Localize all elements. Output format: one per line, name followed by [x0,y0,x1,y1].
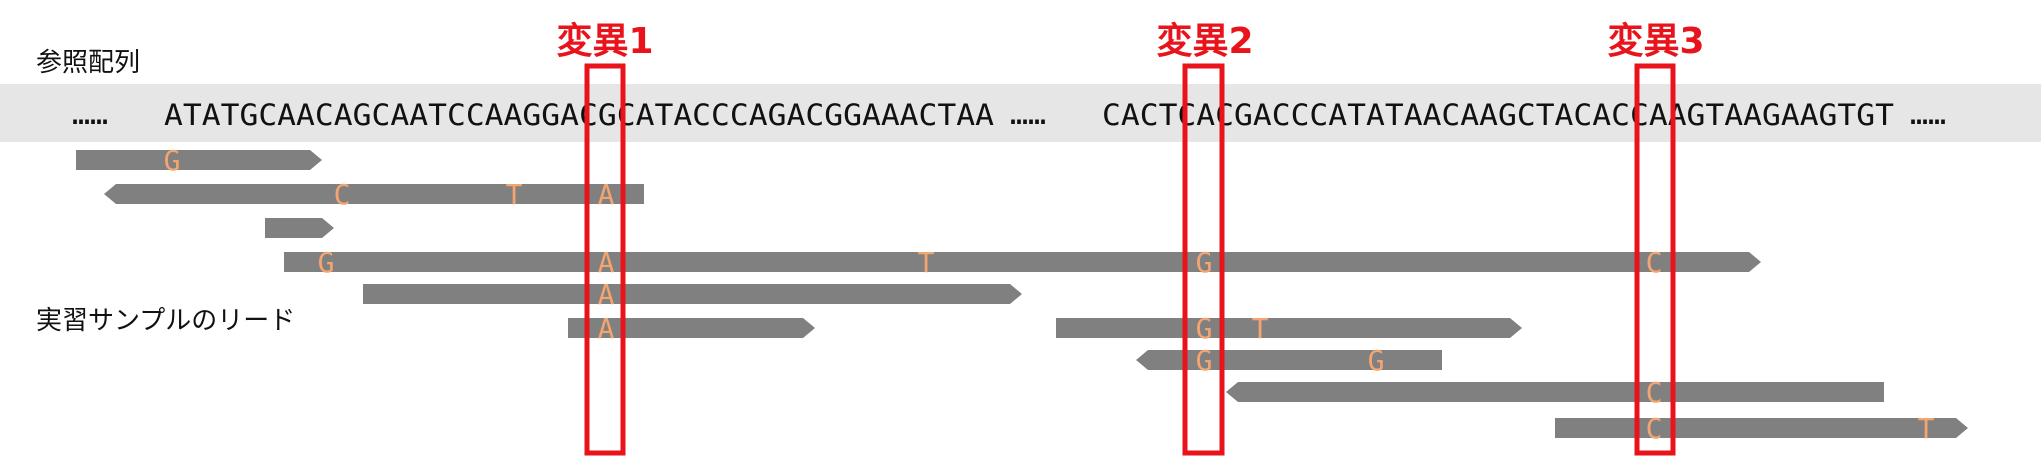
reference-sequence-segment-2: CACTCACGACCCATATAACAAGCTACACCAAGTAAGAAGT… [1102,98,1894,132]
read-8 [1136,350,1442,370]
mismatch-base: T [918,246,935,279]
reference-sequence-segment-1: ATATGCAACAGCAATCCAAGGACGCATACCCAGACGGAAA… [164,98,994,132]
variant-1-box [584,63,626,456]
variant-3-box [1634,63,1676,456]
mismatch-base: G [318,246,335,279]
read-10 [1555,418,1968,438]
read-9 [1226,382,1884,402]
read-2 [104,184,644,204]
mismatch-base: G [1196,246,1213,279]
read-7 [1056,318,1522,338]
mismatch-base: C [334,178,351,211]
reference-sequence-label: 参照配列 [36,48,141,78]
read-1 [76,150,322,170]
mismatch-base: G [1196,344,1213,377]
mismatch-base: C [1646,376,1663,409]
mismatch-base: C [1646,246,1663,279]
reference-ellipsis-right: …… [1910,97,1946,132]
read-4 [284,252,1761,272]
sample-reads-label: 実習サンプルのリード [36,306,296,336]
mismatch-base: T [1252,312,1269,345]
mismatch-base: T [1918,412,1935,445]
variant-2-title: 変異2 [1156,21,1254,62]
read-6 [568,318,815,338]
variant-2-box [1182,63,1225,456]
mismatch-base: A [598,312,615,345]
mismatch-base: T [506,178,523,211]
mismatch-base: G [1196,312,1213,345]
mismatch-base: A [598,178,615,211]
mismatch-base: G [1368,344,1385,377]
reference-band [0,84,2041,142]
variant-1-title: 変異1 [556,21,654,62]
read-3 [265,218,334,238]
mismatch-base: A [598,278,615,311]
mismatch-base: C [1646,412,1663,445]
reference-ellipsis-middle: …… [1010,97,1046,132]
variant-3-title: 変異3 [1607,21,1705,62]
read-5 [363,284,1022,304]
reference-ellipsis-left: …… [72,97,108,132]
mismatch-base: A [598,246,615,279]
mismatch-base: G [164,144,181,177]
